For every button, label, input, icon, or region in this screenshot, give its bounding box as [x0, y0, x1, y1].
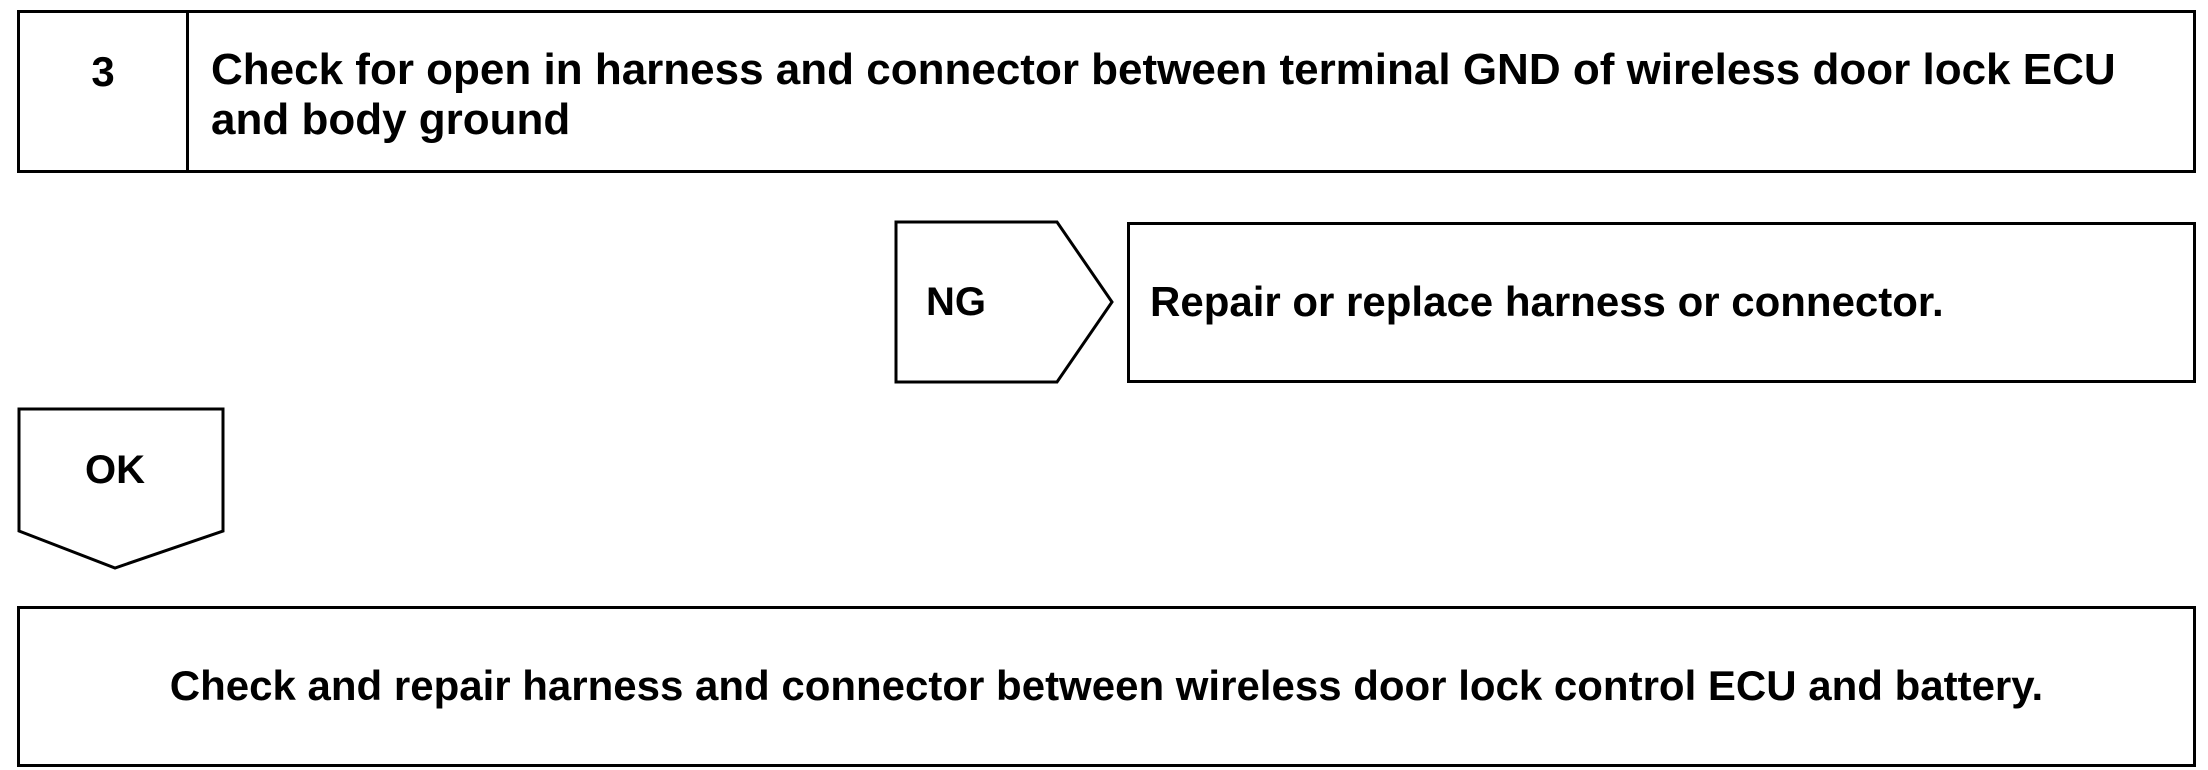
ok-arrow-outline	[17, 407, 225, 570]
ng-label: NG	[926, 280, 986, 324]
final-action-text: Check and repair harness and connector b…	[169, 662, 2044, 709]
ng-action-box: Repair or replace harness or connector.	[1127, 222, 2196, 383]
final-action-box: Check and repair harness and connector b…	[17, 606, 2196, 767]
step-divider	[186, 13, 189, 170]
ng-arrow-outline	[894, 220, 1114, 384]
ok-label: OK	[85, 448, 145, 492]
ng-action-text: Repair or replace harness or connector.	[1150, 278, 1944, 325]
step-title: Check for open in harness and connector …	[211, 45, 2116, 144]
step-header-box: 3 Check for open in harness and connecto…	[17, 10, 2196, 173]
step-number: 3	[91, 48, 115, 95]
